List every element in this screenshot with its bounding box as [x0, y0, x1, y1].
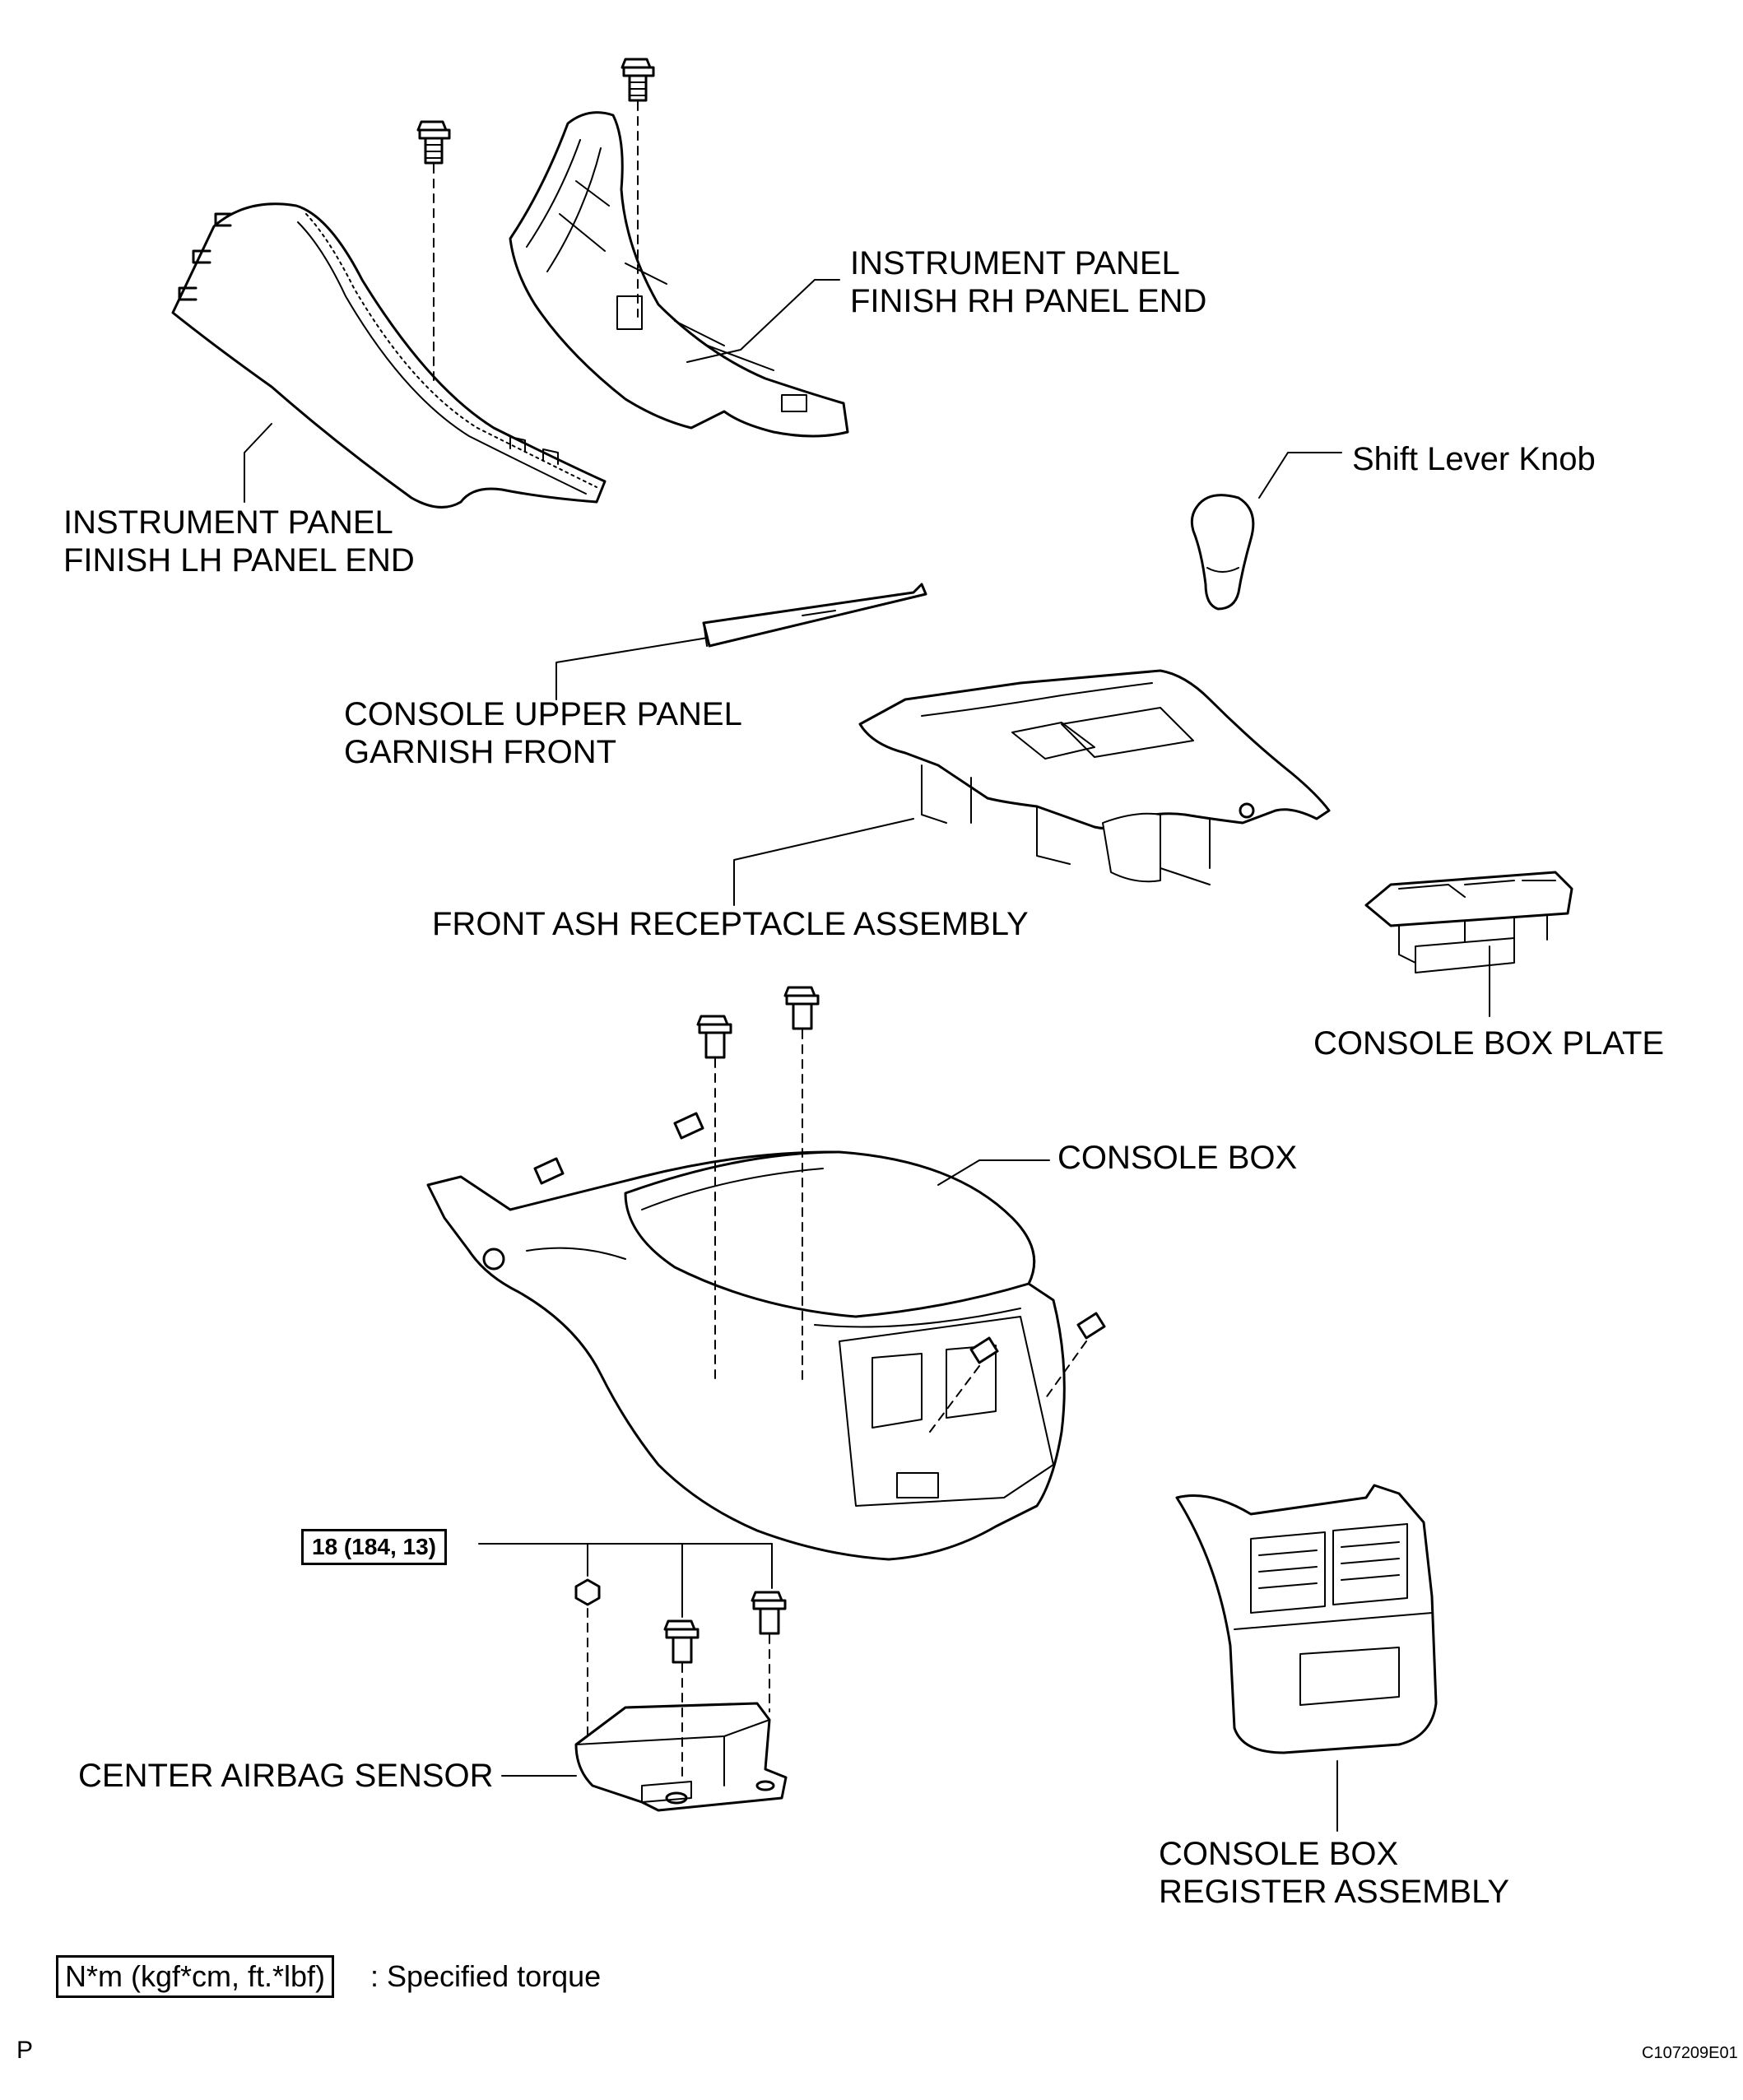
airbag-sensor-bolts [574, 1578, 787, 1778]
legend-torque-unit-box: N*m (kgf*cm, ft.*lbf) [56, 1955, 335, 1998]
label-front-ash-receptacle-assembly: FRONT ASH RECEPTACLE ASSEMBLY [432, 906, 1029, 942]
torque-leader-lines [478, 1543, 773, 1618]
label-console-upper-panel-garnish-front: CONSOLE UPPER PANEL GARNISH FRONT [344, 695, 742, 771]
label-console-box-plate: CONSOLE BOX PLATE [1313, 1025, 1665, 1062]
label-line: INSTRUMENT PANEL [850, 245, 1180, 281]
console-upper-panel-garnish-part [702, 583, 927, 648]
legend-text: : Specified torque [370, 1959, 602, 1993]
label-line: FINISH RH PANEL END [850, 283, 1207, 319]
console-box-screws [533, 986, 1106, 1433]
front-ash-receptacle-part [858, 669, 1331, 885]
label-shift-lever-knob: Shift Lever Knob [1352, 441, 1596, 477]
console-box-plate-part [1364, 871, 1573, 973]
center-airbag-sensor-part [574, 1702, 788, 1812]
label-console-box-register-assembly: CONSOLE BOX REGISTER ASSEMBLY [1159, 1835, 1509, 1911]
label-center-airbag-sensor: CENTER AIRBAG SENSOR [78, 1758, 494, 1794]
label-line: INSTRUMENT PANEL [63, 504, 393, 541]
console-box-part [426, 1150, 1066, 1561]
label-ip-finish-lh-panel-end: INSTRUMENT PANEL FINISH LH PANEL END [63, 504, 415, 579]
leader-lines [244, 279, 1490, 1832]
screw-rh [621, 58, 655, 318]
label-line: REGISTER ASSEMBLY [1159, 1874, 1510, 1910]
label-line: CONSOLE UPPER PANEL [344, 696, 742, 732]
ip-finish-lh-panel-end-part [171, 202, 607, 509]
torque-spec-box: 18 (184, 13) [301, 1529, 447, 1565]
ip-finish-rh-panel-end-part [509, 111, 849, 438]
shift-lever-knob-part [1190, 494, 1255, 611]
label-console-box: CONSOLE BOX [1057, 1140, 1298, 1176]
label-ip-finish-rh-panel-end: INSTRUMENT PANEL FINISH RH PANEL END [850, 244, 1206, 320]
console-box-register-part [1175, 1484, 1438, 1754]
screw-lh [416, 120, 451, 388]
label-line: GARNISH FRONT [344, 734, 617, 770]
label-line: CONSOLE BOX [1159, 1836, 1399, 1872]
figure-code: C107209E01 [1642, 2044, 1738, 2062]
corner-mark: P [16, 2037, 34, 2064]
label-line: FINISH LH PANEL END [63, 542, 415, 578]
